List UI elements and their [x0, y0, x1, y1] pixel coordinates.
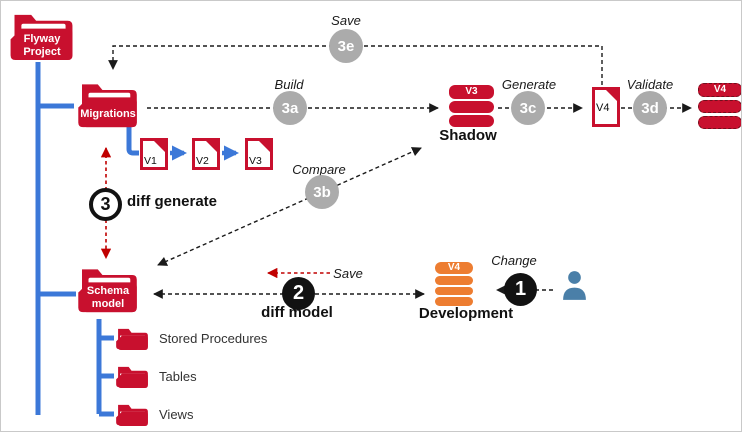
step-1-badge: 1 — [504, 273, 537, 306]
generated-script-v4-label: V4 — [596, 102, 610, 114]
arrow-compare-3b — [157, 147, 422, 266]
tree-item-stored-procedures: Stored Procedures — [116, 325, 267, 351]
save-3e-label: Save — [331, 13, 361, 28]
migration-file-v1: V1 — [140, 138, 168, 170]
save-model-label: Save — [333, 266, 363, 281]
migrations-folder: Migrations — [75, 77, 141, 129]
diff-model-label: diff model — [261, 304, 333, 321]
db-disc — [435, 286, 473, 295]
migration-file-v3-label: V3 — [249, 154, 262, 167]
development-database-label: Development — [418, 305, 514, 322]
generate-label: Generate — [501, 77, 557, 92]
db-disc — [449, 101, 494, 113]
tree-item-tables: Tables — [116, 363, 197, 389]
page-fold-icon — [259, 141, 270, 152]
development-database-icon: V4 — [435, 262, 473, 306]
page-fold-icon — [206, 141, 217, 152]
step-3-badge: 3 — [89, 188, 122, 221]
migrations-files-elbow-line — [126, 127, 139, 156]
folder-icon — [78, 269, 137, 313]
page-fold-icon — [154, 141, 165, 152]
generated-script-v4: V4 — [592, 87, 620, 127]
development-db-version-badge: V4 — [435, 262, 473, 274]
build-label: Build — [274, 77, 304, 92]
folder-small-icon — [116, 404, 148, 426]
change-label: Change — [491, 253, 537, 268]
migration-file-v1-label: V1 — [144, 154, 157, 167]
stored-procedures-label: Stored Procedures — [159, 330, 268, 346]
folder-icon — [78, 84, 137, 128]
db-disc — [435, 276, 473, 285]
validate-label: Validate — [626, 77, 674, 92]
schema-model-label: Schema model — [86, 284, 130, 310]
step-2-badge: 2 — [282, 277, 315, 310]
shadow-database-icon: V3 — [449, 85, 494, 127]
shadow-database-label: Shadow — [439, 127, 497, 144]
developer-person-icon — [563, 271, 586, 300]
step-3e-badge: 3e — [329, 29, 363, 63]
db-disc — [435, 297, 473, 306]
step-3a-badge: 3a — [273, 91, 307, 125]
step-3d-badge: 3d — [633, 91, 667, 125]
views-label: Views — [159, 406, 194, 422]
schema-model-folder: Schema model — [76, 262, 140, 314]
diff-generate-label: diff generate — [127, 193, 218, 210]
flyway-project-label: Flyway Project — [23, 32, 61, 58]
tree-item-views: Views — [116, 401, 193, 427]
migrations-label: Migrations — [80, 107, 136, 120]
deploy-target-database-icon: V4 — [698, 83, 741, 129]
db-disc — [698, 100, 741, 113]
step-3b-badge: 3b — [305, 175, 339, 209]
folder-small-icon — [116, 328, 148, 350]
migration-file-v3: V3 — [245, 138, 273, 170]
db-disc — [449, 115, 494, 127]
page-fold-icon — [606, 90, 617, 101]
target-db-version-badge: V4 — [698, 83, 741, 97]
flyway-project-folder: Flyway Project — [9, 7, 75, 62]
migration-file-v2-label: V2 — [196, 154, 209, 167]
tables-label: Tables — [159, 368, 197, 384]
db-disc — [698, 116, 741, 129]
folder-icon — [10, 14, 73, 61]
step-3c-badge: 3c — [511, 91, 545, 125]
migration-file-v2: V2 — [192, 138, 220, 170]
shadow-db-version-badge: V3 — [449, 85, 494, 99]
folder-small-icon — [116, 366, 148, 388]
